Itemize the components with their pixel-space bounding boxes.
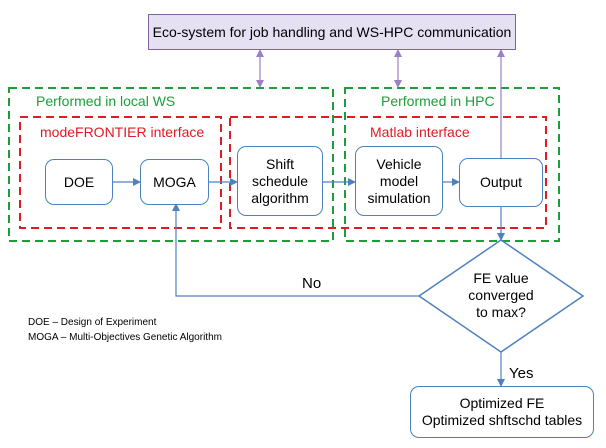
moga-node: MOGA [140, 159, 209, 205]
result-line-1: Optimized FE [459, 395, 545, 411]
legend-moga: MOGA – Multi-Objectives Genetic Algorith… [28, 332, 222, 343]
local-ws-region [8, 87, 334, 242]
local-ws-label: Performed in local WS [36, 93, 176, 109]
modefrontier-label: modeFRONTIER interface [40, 124, 205, 140]
arrow-no-loop [172, 203, 419, 297]
ecosystem-label: Eco-system for job handling and WS-HPC c… [152, 24, 512, 40]
shift-schedule-node: Shift schedule algorithm [237, 146, 323, 216]
yes-label: Yes [509, 365, 534, 382]
matlab-region [229, 116, 547, 229]
no-label: No [302, 275, 322, 292]
decision-label: FE value converged to max? [468, 270, 534, 320]
output-node: Output [459, 158, 543, 207]
result-line-2: Optimized shftschd tables [421, 412, 583, 428]
hpc-label: Performed in HPC [381, 93, 495, 109]
legend-doe: DOE – Design of Experiment [28, 317, 157, 328]
result-box: Optimized FE Optimized shftschd tables [410, 386, 594, 438]
ecosystem-box: Eco-system for job handling and WS-HPC c… [148, 14, 516, 50]
hpc-region [344, 87, 560, 242]
matlab-label: Matlab interface [370, 124, 470, 140]
vehicle-model-node: Vehicle model simulation [355, 146, 443, 216]
doe-node: DOE [45, 159, 113, 205]
